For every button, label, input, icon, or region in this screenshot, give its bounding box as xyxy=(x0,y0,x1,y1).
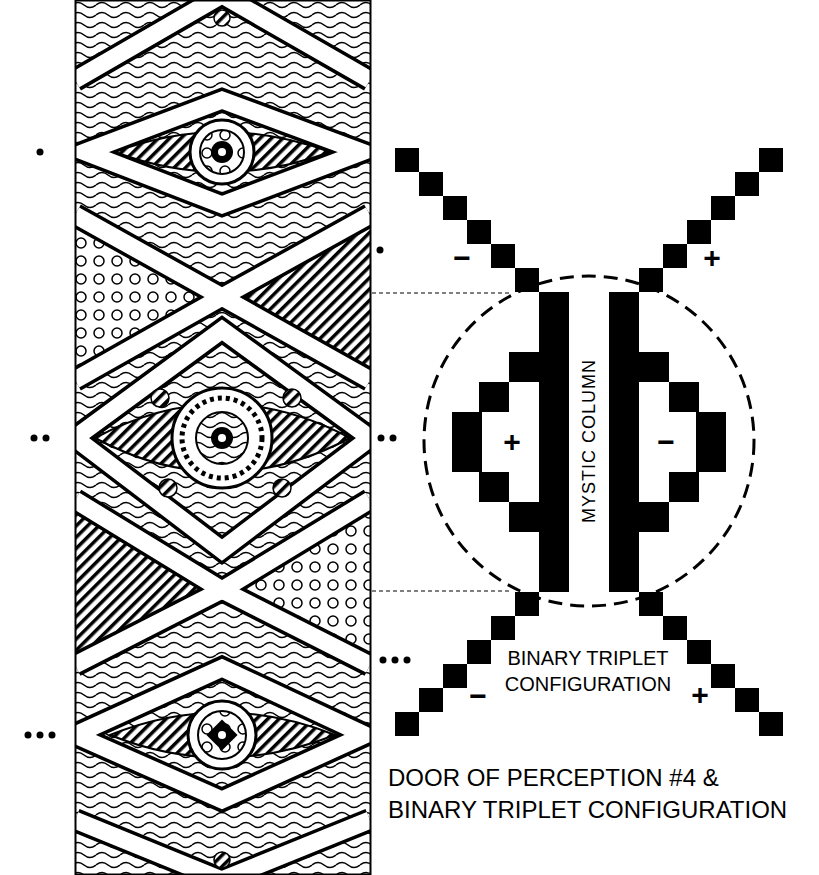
leader-lines xyxy=(372,293,512,591)
polarity-sign: − xyxy=(657,427,675,457)
polarity-sign: − xyxy=(469,681,487,711)
figure-title: DOOR OF PERCEPTION #4 & BINARY TRIPLET C… xyxy=(388,762,804,827)
door-panel xyxy=(75,0,370,875)
column-label: MYSTIC COLUMN xyxy=(580,359,598,523)
polarity-sign: − xyxy=(453,243,471,273)
binary-triplet-figure xyxy=(395,148,783,736)
dashed-circle xyxy=(424,276,754,606)
level-dots xyxy=(25,149,411,739)
polarity-sign: + xyxy=(703,243,721,273)
polarity-sign: + xyxy=(503,427,521,457)
polarity-sign: + xyxy=(691,680,709,710)
configuration-label: BINARY TRIPLET CONFIGURATION xyxy=(493,645,683,697)
panel-border xyxy=(76,1,371,875)
